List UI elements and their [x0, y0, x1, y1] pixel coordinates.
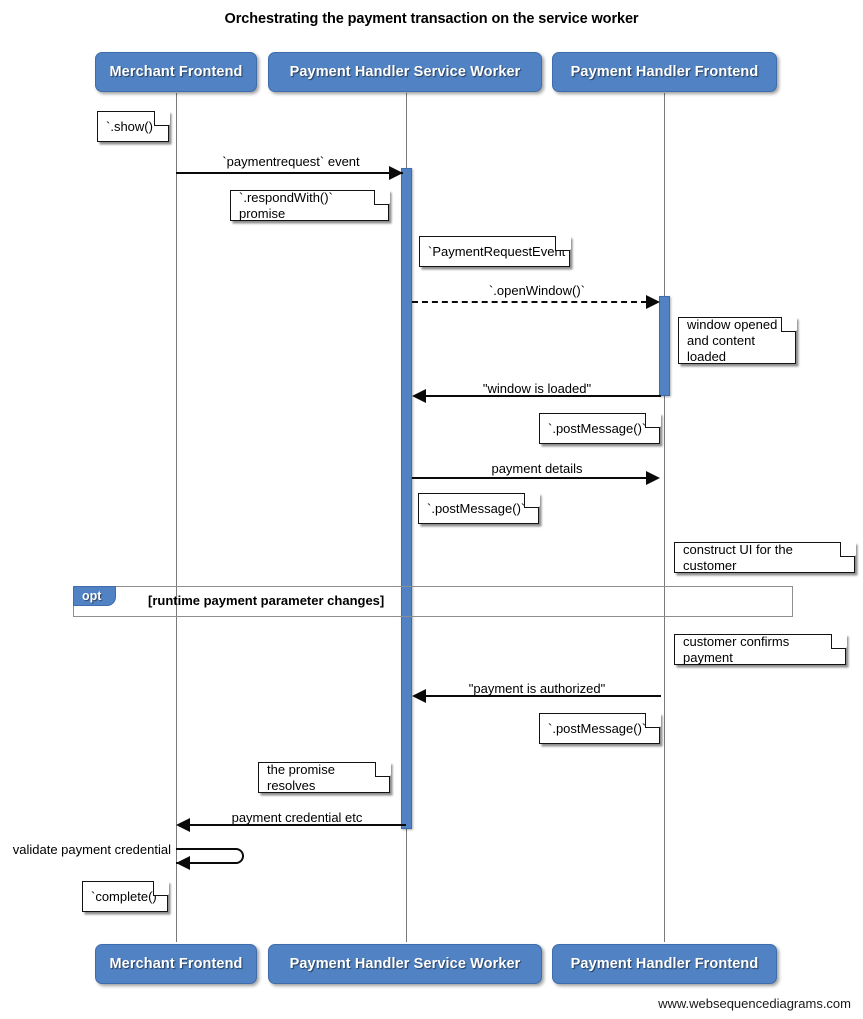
- note-text: `.postMessage()`: [427, 500, 526, 516]
- diagram-title: Orchestrating the payment transaction on…: [224, 11, 639, 27]
- fragment-kind-text: opt: [82, 589, 102, 603]
- arrowhead-payment-credential-etc: [176, 818, 190, 832]
- note-postmessage-sw-details: `.postMessage()`: [418, 492, 540, 524]
- participant-payment-handler-frontend-top[interactable]: Payment Handler Frontend: [552, 52, 777, 92]
- message-text: `.openWindow()`: [488, 283, 586, 298]
- note-respondwith-promise: `.respondWith()` promise: [230, 189, 390, 221]
- note-payment-request-event: `PaymentRequestEvent`: [419, 235, 571, 267]
- message-line-window-is-loaded: [426, 395, 661, 397]
- message-label-paymentrequest-event: `paymentrequest` event: [176, 154, 406, 169]
- note-promise-resolves: the promise resolves: [258, 761, 391, 793]
- participant-label: Payment Handler Frontend: [570, 64, 759, 80]
- message-label-payment-is-authorized: "payment is authorized": [412, 681, 662, 696]
- message-line-open-window: [412, 301, 647, 303]
- message-text: "payment is authorized": [468, 681, 606, 696]
- message-line-paymentrequest-event: [176, 172, 403, 174]
- fragment-opt-runtime-payment-parameter-changes: opt [runtime payment parameter changes]: [73, 586, 793, 617]
- note-text: `PaymentRequestEvent`: [428, 243, 570, 259]
- message-line-payment-details: [412, 477, 647, 479]
- note-customer-confirms-payment: customer confirms payment: [674, 633, 847, 665]
- lifeline-frontend: [664, 93, 665, 942]
- note-text: `.show()`: [106, 118, 158, 134]
- activation-bar-service-worker: [401, 168, 412, 829]
- message-line-payment-credential-etc: [190, 824, 406, 826]
- arrowhead-paymentrequest-event: [389, 166, 403, 180]
- message-label-window-is-loaded: "window is loaded": [412, 381, 662, 396]
- participant-merchant-frontend-bottom[interactable]: Merchant Frontend: [95, 944, 257, 984]
- message-text: "window is loaded": [482, 381, 592, 396]
- message-text: validate payment credential: [12, 842, 171, 857]
- participant-label: Payment Handler Frontend: [570, 956, 759, 972]
- participant-merchant-frontend-top[interactable]: Merchant Frontend: [95, 52, 257, 92]
- footer-watermark: www.websequencediagrams.com: [658, 996, 851, 1011]
- message-text: `paymentrequest` event: [222, 154, 360, 169]
- note-text: `.postMessage()`: [548, 420, 647, 436]
- note-postmessage-frontend-loaded: `.postMessage()`: [539, 412, 661, 444]
- note-text: window opened and content loaded: [687, 316, 778, 364]
- participant-label: Payment Handler Service Worker: [289, 956, 521, 972]
- note-text: customer confirms payment: [683, 633, 790, 665]
- lifeline-merchant: [176, 93, 177, 942]
- message-label-payment-details: payment details: [412, 461, 662, 476]
- note-window-opened: window opened and content loaded: [678, 316, 797, 364]
- message-line-payment-is-authorized: [426, 695, 661, 697]
- message-text: payment credential etc: [231, 810, 363, 825]
- participant-service-worker-bottom[interactable]: Payment Handler Service Worker: [268, 944, 542, 984]
- message-label-payment-credential-etc: payment credential etc: [182, 810, 412, 825]
- arrowhead-window-is-loaded: [412, 389, 426, 403]
- fragment-condition: [runtime payment parameter changes]: [148, 593, 385, 608]
- message-text: payment details: [491, 461, 583, 476]
- note-text: `complete()`: [91, 888, 162, 904]
- note-postmessage-authorized: `.postMessage()`: [539, 712, 661, 744]
- arrowhead-payment-is-authorized: [412, 689, 426, 703]
- arrowhead-open-window: [646, 295, 660, 309]
- selfcall-loop-validate-payment-credential: [176, 848, 244, 864]
- note-show: `.show()`: [97, 110, 170, 142]
- note-construct-ui: construct UI for the customer: [674, 541, 856, 573]
- message-label-open-window: `.openWindow()`: [412, 283, 662, 298]
- participant-service-worker-top[interactable]: Payment Handler Service Worker: [268, 52, 542, 92]
- note-text: the promise resolves: [267, 761, 335, 793]
- note-text: construct UI for the customer: [683, 541, 793, 573]
- activation-bar-frontend: [659, 296, 670, 396]
- participant-label: Merchant Frontend: [109, 64, 243, 80]
- arrowhead-validate-payment-credential: [176, 856, 190, 870]
- note-complete: `complete()`: [82, 880, 169, 912]
- participant-label: Merchant Frontend: [109, 956, 243, 972]
- arrowhead-payment-details: [646, 471, 660, 485]
- note-text: `.postMessage()`: [548, 720, 647, 736]
- message-label-validate-payment-credential: validate payment credential: [8, 842, 171, 857]
- participant-label: Payment Handler Service Worker: [289, 64, 521, 80]
- participant-payment-handler-frontend-bottom[interactable]: Payment Handler Frontend: [552, 944, 777, 984]
- fragment-label-opt: opt: [73, 586, 117, 606]
- note-text: `.respondWith()` promise: [239, 189, 333, 221]
